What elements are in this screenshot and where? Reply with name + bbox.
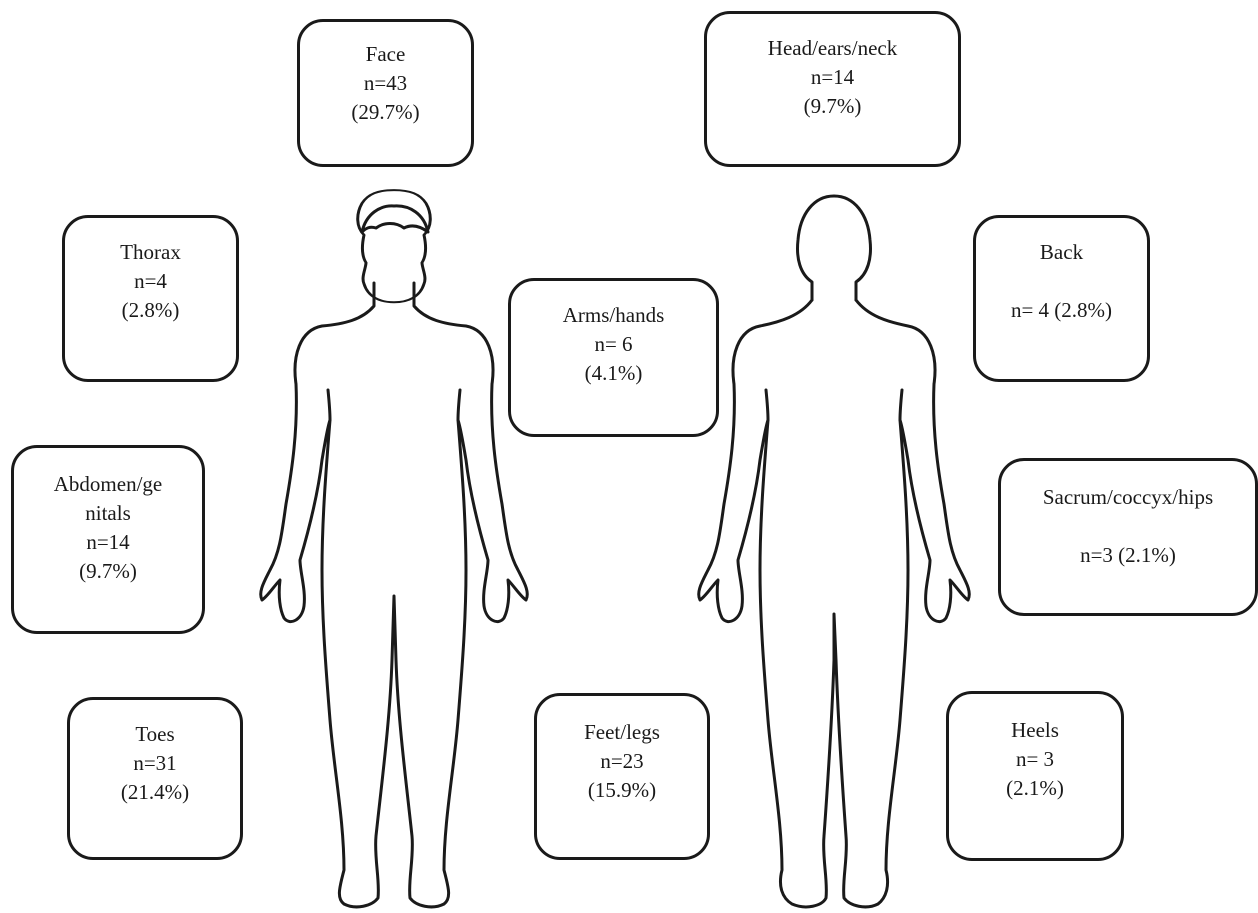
front-body-figure (261, 190, 528, 907)
region-count: n=31 (70, 749, 240, 778)
region-count: n= 6 (511, 330, 716, 359)
front-arm-line-right (458, 390, 460, 420)
back-arm-line-left (766, 390, 768, 420)
region-box-toes: Toes n=31 (21.4%) (67, 697, 243, 860)
back-body-outline (699, 300, 970, 907)
region-percent: (9.7%) (14, 557, 202, 586)
region-name: Heels (949, 716, 1121, 745)
back-arm-line-right (900, 390, 902, 420)
region-box-arms: Arms/hands n= 6 (4.1%) (508, 278, 719, 437)
region-name: Feet/legs (537, 718, 707, 747)
back-body-figure (699, 196, 970, 907)
back-head (798, 196, 871, 300)
region-percent: (29.7%) (300, 98, 471, 127)
region-box-face: Face n=43 (29.7%) (297, 19, 474, 167)
front-head (358, 190, 431, 302)
region-box-back: Back n= 4 (2.8%) (973, 215, 1150, 382)
region-percent: (2.1%) (949, 774, 1121, 803)
region-count: n= 3 (949, 745, 1121, 774)
region-percent: (4.1%) (511, 359, 716, 388)
region-name-line-2: nitals (14, 499, 202, 528)
region-name: Face (300, 40, 471, 69)
front-arm-line-left (328, 390, 330, 420)
region-name: Sacrum/coccyx/hips (1001, 483, 1255, 512)
region-box-feet: Feet/legs n=23 (15.9%) (534, 693, 710, 860)
region-box-heels: Heels n= 3 (2.1%) (946, 691, 1124, 861)
region-percent: (21.4%) (70, 778, 240, 807)
region-count: n=23 (537, 747, 707, 776)
region-name: Arms/hands (511, 301, 716, 330)
region-name: Toes (70, 720, 240, 749)
region-count: n=14 (14, 528, 202, 557)
region-box-sacrum: Sacrum/coccyx/hips n=3 (2.1%) (998, 458, 1258, 616)
region-name: Back (976, 238, 1147, 267)
region-percent: (15.9%) (537, 776, 707, 805)
region-box-abdomen: Abdomen/ge nitals n=14 (9.7%) (11, 445, 205, 634)
region-name: Head/ears/neck (707, 34, 958, 63)
region-box-head: Head/ears/neck n=14 (9.7%) (704, 11, 961, 167)
region-percent: (9.7%) (707, 92, 958, 121)
region-count: n=43 (300, 69, 471, 98)
region-count: n=4 (65, 267, 236, 296)
region-name-line-1: Abdomen/ge (14, 470, 202, 499)
region-count: n=14 (707, 63, 958, 92)
front-body-outline (261, 283, 528, 907)
region-percent: (2.8%) (65, 296, 236, 325)
region-box-thorax: Thorax n=4 (2.8%) (62, 215, 239, 382)
region-count-percent: n= 4 (2.8%) (976, 296, 1147, 325)
region-count-percent: n=3 (2.1%) (1001, 541, 1255, 570)
region-name: Thorax (65, 238, 236, 267)
